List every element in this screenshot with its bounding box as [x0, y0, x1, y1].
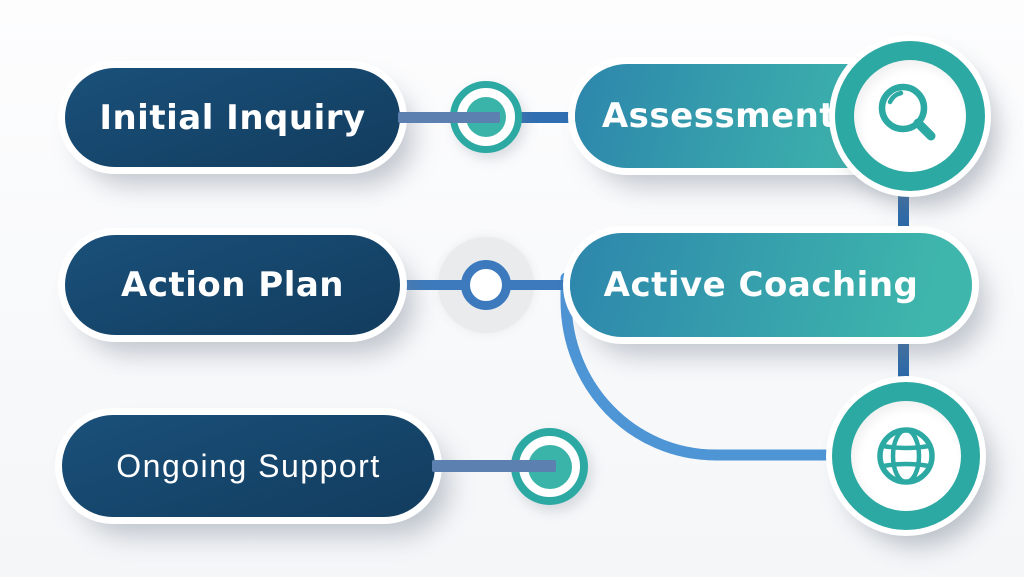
node-initial-inquiry: Initial Inquiry [65, 68, 400, 167]
assessment-icon-badge [835, 41, 985, 191]
connector-line-inquiry-to-dot [398, 112, 500, 123]
globe-icon [851, 401, 961, 511]
node-label: Active Coaching [603, 265, 919, 305]
node-action-plan: Action Plan [65, 235, 400, 335]
node-label: Ongoing Support [116, 447, 381, 484]
connector-line-to-assessment [518, 112, 584, 123]
node-label: Assessment [601, 96, 837, 136]
search-icon [854, 60, 966, 172]
connector-line-support-to-dot [432, 460, 556, 472]
support-icon-badge [832, 382, 980, 530]
node-label: Action Plan [121, 265, 344, 305]
node-ongoing-support: Ongoing Support [62, 415, 435, 517]
ring-node-middle [461, 260, 511, 310]
node-active-coaching: Active Coaching [570, 233, 972, 337]
node-label: Initial Inquiry [99, 97, 366, 138]
